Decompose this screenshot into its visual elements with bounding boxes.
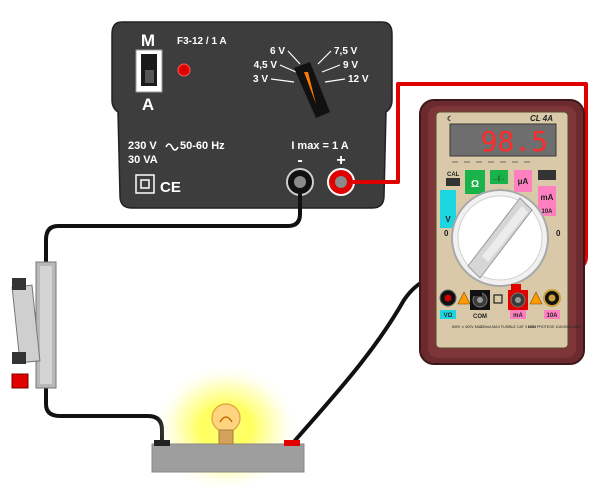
minus-sign: -	[297, 152, 302, 169]
fuse-label: F3-12 / 1 A	[177, 36, 227, 47]
jack-label-vohm: VΩ	[444, 313, 453, 319]
warning-icon-right	[529, 291, 543, 305]
range-ma[interactable]	[538, 186, 556, 216]
black-probe-tip	[474, 290, 482, 296]
jack-10a[interactable]	[543, 289, 561, 307]
black-wire-switch-to-lamp	[44, 386, 164, 446]
range-diode-label: →|→	[492, 176, 506, 182]
meter-display-value: 98.5	[481, 125, 548, 158]
range-ma-label: mA	[541, 193, 554, 202]
multimeter: ☾ CL 4A 98.5 CAL Ω →|→ μA mA 10A V 0 0	[419, 99, 585, 365]
meter-note-right: NON PROTEGE 10A/30sec MAX	[528, 325, 582, 329]
voltage-label-12v: 12 V	[348, 74, 369, 85]
meter-logo-icon: ☾	[447, 115, 453, 123]
range-ohm-label: Ω	[471, 179, 479, 190]
lamp-assembly	[151, 364, 305, 492]
jack-label-com: COM	[473, 314, 487, 320]
lamp-filament	[219, 416, 233, 423]
imax-label: I max = 1 A	[291, 140, 348, 152]
range-cal-label: CAL	[447, 172, 460, 178]
double-insulation-mark-inner	[140, 179, 150, 189]
rotary-dial-grip-highlight	[482, 206, 528, 262]
mains-frequency: 50-60 Hz	[180, 140, 225, 152]
range-ua-label: μA	[518, 177, 529, 186]
plus-sign: +	[336, 152, 345, 169]
voltage-tick-marks	[270, 50, 346, 83]
power-supply: M A F3-12 / 1 A 6 V 4,5 V 3 V 7,5 V 9 V …	[111, 21, 393, 209]
knife-switch-contact-bottom	[12, 352, 26, 364]
voltage-label-9v: 9 V	[343, 60, 358, 71]
range-ohm[interactable]	[465, 170, 485, 194]
voltage-knob-pointer	[304, 72, 316, 104]
voltage-selector[interactable]: 6 V 4,5 V 3 V 7,5 V 9 V 12 V	[253, 46, 369, 118]
jack-label-bg-10a	[544, 310, 560, 319]
voltage-label-6v: 6 V	[270, 46, 285, 57]
black-wire-psu-to-switch	[44, 193, 302, 264]
jack-vohm[interactable]	[439, 289, 457, 307]
ce-mark: CE	[160, 179, 181, 196]
jack-label-bg-vohm	[440, 310, 456, 319]
jack-label-10a: 10A	[546, 313, 558, 319]
switch-label-a: A	[142, 95, 154, 114]
jack-label-ma: mA	[513, 313, 523, 319]
lamp-terminal-black	[154, 440, 170, 446]
range-vac[interactable]	[440, 190, 456, 208]
lamp-terminal-red	[284, 440, 300, 446]
lamp-base	[151, 443, 305, 473]
power-rating: 30 VA	[128, 154, 158, 166]
power-led	[177, 63, 191, 77]
power-switch-rocker	[145, 70, 154, 83]
knife-switch-base-face	[40, 266, 52, 384]
double-insulation-mark-outer	[135, 174, 155, 194]
range-vdc-label: V	[445, 215, 451, 224]
knife-switch-handle	[11, 373, 29, 389]
warning-icon-left	[457, 291, 471, 305]
voltage-label-7-5v: 7,5 V	[334, 46, 358, 57]
range-ua[interactable]	[514, 170, 532, 192]
jack-label-bg-ma	[510, 310, 526, 319]
jack-ma[interactable]	[510, 292, 526, 308]
voltage-label-3v: 3 V	[253, 74, 268, 85]
range-off-right-label: 0	[556, 229, 561, 238]
switch-label-m: M	[141, 31, 155, 50]
range-10a-label: 10A	[541, 209, 553, 215]
terminal-negative[interactable]	[286, 168, 314, 196]
range-ac-indicator	[538, 170, 556, 180]
lamp-bulb	[211, 403, 241, 433]
voltage-label-4-5v: 4,5 V	[254, 60, 278, 71]
meter-display	[449, 123, 557, 157]
red-probe-tip	[511, 284, 521, 292]
knife-switch-contact-top	[12, 278, 26, 290]
range-diode[interactable]	[490, 170, 508, 184]
knife-switch[interactable]	[11, 261, 57, 389]
meter-note-left: 600V ≂ 600V MAX	[452, 325, 483, 329]
range-vdc[interactable]	[440, 208, 456, 228]
terminal-positive[interactable]	[327, 168, 355, 196]
mains-voltage: 230 V	[128, 140, 157, 152]
double-insulation-icon	[493, 294, 503, 304]
range-off-left-label: 0	[444, 229, 449, 238]
lamp-socket	[218, 429, 234, 445]
range-cal[interactable]	[446, 178, 460, 186]
meter-note-middle: 330mA MAX FUSIBLE CAT II 600V	[480, 325, 537, 329]
meter-model: CL 4A	[530, 114, 553, 123]
ac-symbol	[165, 143, 179, 151]
